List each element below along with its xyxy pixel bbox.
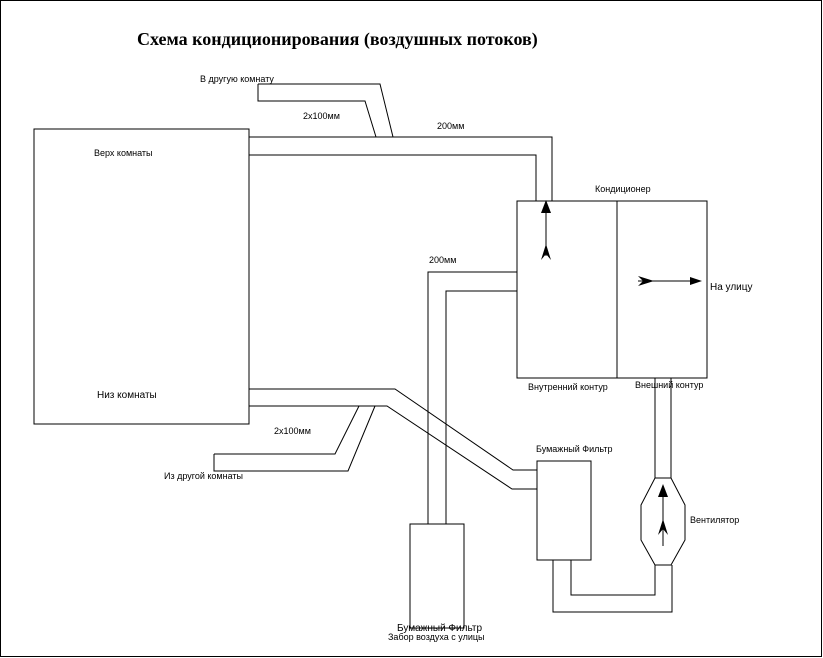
- paper-filter-right-label: Бумажный Фильтр: [536, 444, 613, 454]
- paper-filter-right-box: [536, 460, 592, 561]
- room-box: [33, 128, 250, 425]
- street-intake-label: Забор воздуха с улицы: [388, 632, 484, 642]
- duct-to-other-room: [257, 83, 394, 138]
- from-other-room-label: Из другой комнаты: [164, 471, 243, 481]
- to-other-room-label: В другую комнату: [200, 74, 274, 84]
- fan-label: Вентилятор: [690, 515, 739, 525]
- conditioner-label: Кондиционер: [595, 184, 651, 194]
- fan-housing: [640, 477, 686, 566]
- duct-mid-200: [427, 271, 517, 524]
- room-top-label: Верх комнаты: [94, 148, 153, 158]
- fan-arrow-up-icon: [658, 484, 668, 546]
- duct-outer-loop: [552, 378, 673, 613]
- duct-mid-200-label: 200мм: [429, 255, 456, 265]
- conditioner-box: [516, 200, 708, 379]
- duct-top-200-label: 200мм: [437, 121, 464, 131]
- to-street-label: На улицу: [710, 282, 753, 293]
- inner-loop-label: Внутренний контур: [528, 382, 608, 392]
- flow-arrow-up-icon: [541, 200, 551, 260]
- room-bottom-label: Низ комнаты: [97, 390, 157, 401]
- duct-from-other-room: [213, 405, 376, 472]
- diagram-title: Схема кондиционирования (воздушных поток…: [137, 29, 538, 50]
- flow-arrow-right-icon: [638, 276, 702, 286]
- duct-top-2x100-label: 2х100мм: [303, 111, 340, 121]
- paper-filter-bottom-box: [409, 523, 465, 629]
- duct-room-bottom: [249, 388, 537, 490]
- duct-bottom-2x100-label: 2х100мм: [274, 426, 311, 436]
- duct-top-200: [249, 136, 553, 201]
- paper-filter-bottom-label: Бумажный Фильтр: [397, 623, 482, 634]
- outer-loop-label: Внешний контур: [635, 380, 703, 390]
